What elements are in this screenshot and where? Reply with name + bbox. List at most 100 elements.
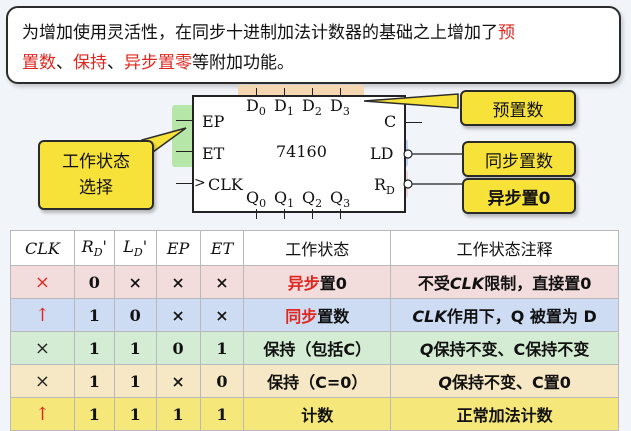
pin-d2: D2 bbox=[302, 96, 322, 118]
note-sep-1: 、 bbox=[56, 53, 73, 73]
ld-cell: 1 bbox=[113, 397, 157, 431]
note-preset-start: 预 bbox=[498, 23, 515, 43]
state-label: 置0 bbox=[319, 274, 347, 293]
et-cell: 0 bbox=[199, 364, 245, 398]
note-line-1: 为增加使用灵活性，在同步十进制加法计数器的基础之上增加了预 bbox=[22, 18, 515, 43]
header-state: 工作状态 bbox=[243, 230, 392, 266]
rd-value: 1 bbox=[88, 305, 100, 325]
async-zero-callout: 异步置0 bbox=[462, 178, 576, 214]
note-signal: Q bbox=[438, 373, 452, 392]
state-label-highlight: 同步 bbox=[285, 307, 318, 326]
et-value: × bbox=[215, 305, 229, 325]
ld-value: × bbox=[128, 272, 142, 292]
note-sep-2: 、 bbox=[107, 53, 124, 73]
pin-d0: D0 bbox=[246, 96, 266, 118]
note-cell: Q保持不变、C保持不变 bbox=[390, 331, 619, 365]
pin-rd: RD bbox=[374, 175, 395, 197]
pin-q1: Q1 bbox=[274, 188, 295, 210]
clk-cell: × bbox=[10, 265, 75, 299]
sync-preset-callout: 同步置数 bbox=[462, 141, 576, 177]
note-prefix: 不受 bbox=[417, 274, 450, 293]
dont-care-icon: × bbox=[34, 370, 50, 392]
q0-pin-line bbox=[256, 209, 257, 219]
pin-c: C bbox=[384, 112, 397, 131]
rd-value: 1 bbox=[88, 371, 100, 391]
et-pin-line bbox=[176, 151, 194, 152]
clk-pin-line bbox=[176, 183, 194, 184]
note-preset-end: 置数 bbox=[22, 53, 56, 73]
note-text: 保持不变、C保持不变 bbox=[433, 340, 590, 359]
note-text: 正常加法计数 bbox=[456, 406, 553, 425]
note-async-zero: 异步置零 bbox=[124, 53, 192, 73]
ep-cell: × bbox=[155, 298, 201, 332]
pin-d3: D3 bbox=[330, 96, 350, 118]
ld-value: 1 bbox=[129, 404, 141, 424]
clk-cell: × bbox=[10, 331, 75, 365]
header-et: ET bbox=[199, 230, 245, 266]
header-ep: EP bbox=[155, 230, 201, 266]
pin-et: ET bbox=[202, 144, 225, 163]
dont-care-icon: × bbox=[34, 337, 50, 359]
q2-pin-line bbox=[312, 209, 313, 219]
ep-cell: 1 bbox=[155, 397, 201, 431]
state-label: 置数 bbox=[317, 307, 350, 326]
ld-cell: 1 bbox=[113, 364, 157, 398]
clk-cell: ↑ bbox=[10, 397, 75, 431]
header-clk: CLK bbox=[10, 230, 75, 266]
rd-inversion-bubble-icon bbox=[403, 179, 413, 189]
ep-value: × bbox=[171, 272, 185, 292]
note-signal: CLK bbox=[412, 307, 447, 326]
ep-value: × bbox=[171, 371, 185, 391]
work-state-callout: 工作状态 选择 bbox=[38, 140, 154, 210]
note-text: 作用下，Q 被置为 D bbox=[446, 307, 597, 326]
work-state-callout-line2: 选择 bbox=[79, 178, 113, 198]
d2-pin-line bbox=[312, 88, 313, 97]
chip-74160-body bbox=[192, 95, 406, 213]
q1-pin-line bbox=[284, 209, 285, 219]
state-label: 计数 bbox=[301, 406, 334, 425]
d0-pin-line bbox=[256, 88, 257, 97]
ep-value: 1 bbox=[172, 404, 184, 424]
rd-cell: 1 bbox=[73, 298, 115, 332]
rising-edge-icon: ↑ bbox=[34, 403, 50, 425]
pin-d1: D1 bbox=[274, 96, 294, 118]
ep-cell: 0 bbox=[155, 331, 201, 365]
note-hold: 保持 bbox=[73, 53, 107, 73]
rd-cell: 1 bbox=[73, 397, 115, 431]
dont-care-icon: × bbox=[34, 271, 50, 293]
rd-cell: 1 bbox=[73, 331, 115, 365]
et-cell: 1 bbox=[199, 331, 245, 365]
c-pin-line bbox=[404, 122, 422, 123]
note-suffix: 等附加功能。 bbox=[192, 53, 294, 73]
ld-cell: 1 bbox=[113, 331, 157, 365]
state-cell: 计数 bbox=[243, 397, 392, 431]
d1-pin-line bbox=[284, 88, 285, 97]
ep-value: 0 bbox=[172, 338, 184, 358]
state-cell: 保持（包括C） bbox=[243, 331, 392, 365]
rising-edge-icon: ↑ bbox=[34, 304, 50, 326]
clk-cell: × bbox=[10, 364, 75, 398]
note-cell: 不受CLK限制，直接置0 bbox=[390, 265, 619, 299]
state-cell: 异步置0 bbox=[243, 265, 392, 299]
right-pin-connectors bbox=[403, 149, 462, 189]
note-text: 保持不变、C置0 bbox=[451, 373, 571, 392]
header-note: 工作状态注释 bbox=[390, 230, 619, 266]
header-rd: RD' bbox=[73, 230, 115, 266]
pin-ep: EP bbox=[202, 112, 225, 131]
q3-pin-line bbox=[340, 209, 341, 219]
pin-q0: Q0 bbox=[246, 188, 267, 210]
et-value: 1 bbox=[216, 338, 228, 358]
pin-clk: CLK bbox=[208, 175, 243, 194]
note-text: 限制，直接置0 bbox=[484, 274, 592, 293]
work-state-callout-line1: 工作状态 bbox=[62, 152, 130, 172]
et-cell: 1 bbox=[199, 397, 245, 431]
ld-value: 1 bbox=[129, 338, 141, 358]
pin-q2: Q2 bbox=[302, 188, 323, 210]
preset-callout: 预置数 bbox=[460, 90, 576, 126]
ep-pin-line bbox=[176, 120, 194, 121]
ep-cell: × bbox=[155, 364, 201, 398]
